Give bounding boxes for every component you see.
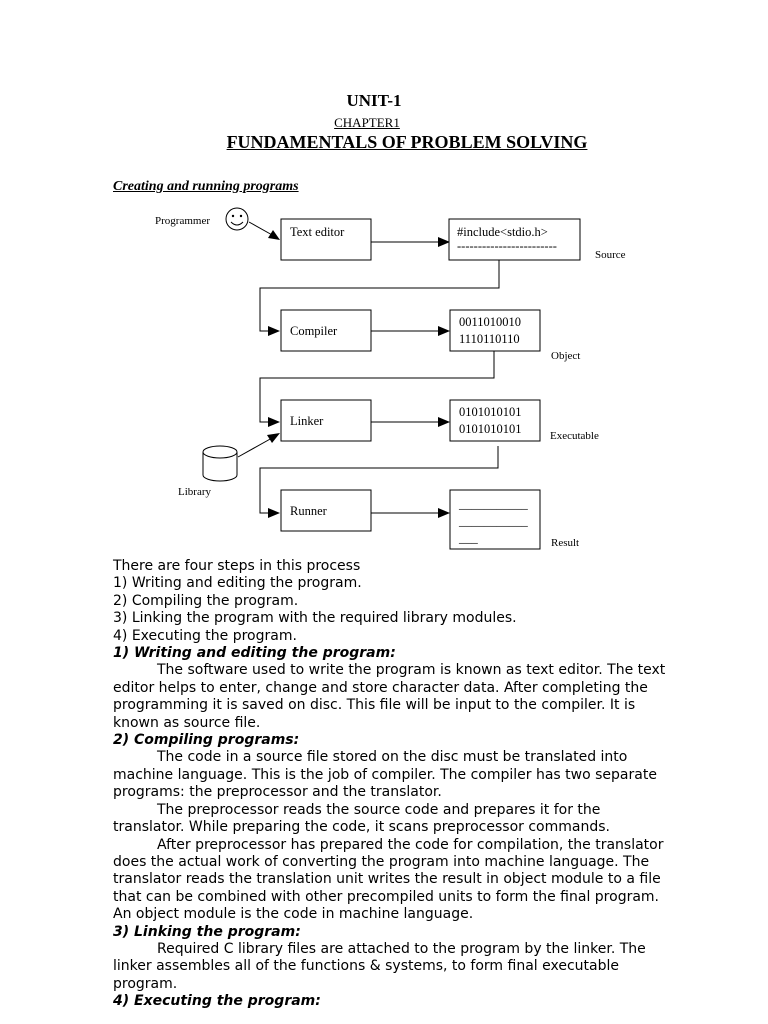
heading-writing: 1) Writing and editing the program: — [113, 645, 396, 662]
paragraph-compiling-1: The code in a source file stored on the … — [113, 749, 657, 801]
result-line-2: ___________ — [458, 514, 529, 528]
source-line-1: #include<stdio.h> — [457, 225, 548, 239]
compiler-box — [280, 309, 372, 352]
executable-label: Executable — [550, 430, 599, 442]
step-item-3: 3) Linking the program with the required… — [113, 610, 517, 627]
runner-box — [280, 489, 372, 532]
source-box — [448, 218, 581, 261]
section-title: Creating and running programs — [113, 179, 299, 194]
program-flow-diagram: Programmer Text editor #include<stdio.h>… — [155, 207, 626, 550]
executable-line-1: 0101010101 — [459, 405, 522, 419]
linker-box — [280, 399, 372, 442]
compiler-label: Compiler — [290, 324, 338, 338]
executable-line-2: 0101010101 — [459, 422, 522, 436]
body-text: There are four steps in this process 1) … — [113, 558, 673, 1011]
unit-heading: UNIT-1 — [346, 91, 402, 110]
object-box — [449, 309, 541, 352]
page-title: FUNDAMENTALS OF PROBLEM SOLVING — [226, 132, 588, 152]
source-label: Source — [595, 249, 626, 261]
programmer-smiley-icon — [225, 207, 249, 231]
object-line-2: 1110110110 — [459, 332, 520, 346]
step-item-4: 4) Executing the program. — [113, 627, 297, 644]
paragraph-compiling-2: The preprocessor reads the source code a… — [113, 801, 610, 836]
result-line-3: ___ — [458, 531, 479, 545]
library-label: Library — [178, 486, 211, 498]
paragraph-linking: Required C library files are attached to… — [113, 940, 646, 992]
heading-compiling: 2) Compiling programs: — [113, 732, 300, 749]
chapter-heading: CHAPTER1 — [334, 115, 400, 130]
step-item-2: 2) Compiling the program. — [113, 592, 299, 609]
heading-executing: 4) Executing the program: — [113, 993, 321, 1010]
result-box — [449, 489, 541, 550]
text-editor-label: Text editor — [290, 225, 345, 239]
linker-label: Linker — [290, 414, 324, 428]
paragraph-writing: The software used to write the program i… — [113, 662, 666, 731]
object-label: Object — [551, 350, 580, 362]
runner-label: Runner — [290, 504, 328, 518]
step-item-1: 1) Writing and editing the program. — [113, 575, 362, 592]
intro-line: There are four steps in this process — [113, 558, 361, 574]
executable-box — [449, 399, 541, 442]
paragraph-compiling-3: After preprocessor has prepared the code… — [113, 836, 664, 923]
source-line-2: ------------------------ — [457, 239, 557, 253]
result-line-1: ___________ — [458, 497, 529, 511]
heading-linking: 3) Linking the program: — [113, 923, 301, 940]
programmer-label: Programmer — [155, 215, 210, 227]
object-line-1: 0011010010 — [459, 315, 521, 329]
text-editor-box — [280, 218, 372, 261]
library-cylinder-icon — [202, 445, 238, 482]
result-label: Result — [551, 537, 579, 549]
